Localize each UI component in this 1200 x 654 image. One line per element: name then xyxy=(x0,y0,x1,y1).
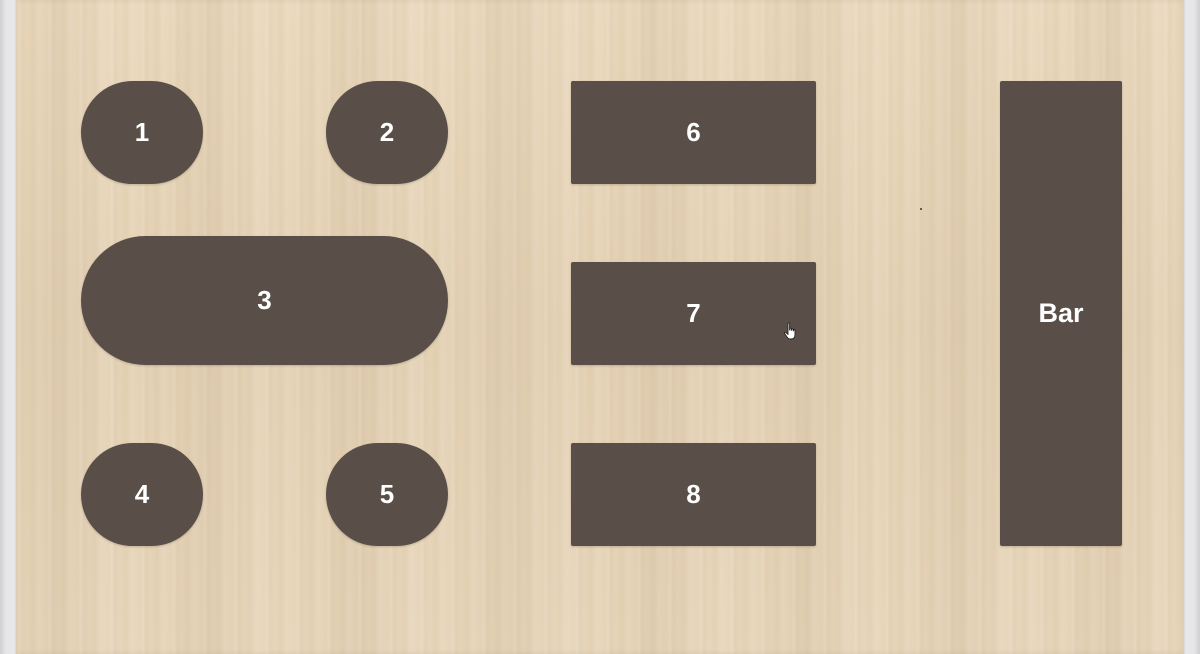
table-3-label: 3 xyxy=(257,285,272,315)
bar-counter[interactable]: Bar xyxy=(1000,81,1122,546)
table-7[interactable]: 7 xyxy=(571,262,816,365)
table-2-label: 2 xyxy=(379,117,395,147)
table-6-label: 6 xyxy=(686,117,701,147)
bar-label: Bar xyxy=(1038,298,1084,328)
table-4-label: 4 xyxy=(134,479,150,509)
table-7-label: 7 xyxy=(686,298,701,328)
floor-speck xyxy=(920,208,922,210)
table-6[interactable]: 6 xyxy=(571,81,816,184)
table-5-label: 5 xyxy=(379,479,395,509)
table-8[interactable]: 8 xyxy=(571,443,816,546)
table-8-label: 8 xyxy=(686,479,701,509)
table-4[interactable]: 4 xyxy=(81,443,203,546)
table-2[interactable]: 2 xyxy=(326,81,448,184)
table-1[interactable]: 1 xyxy=(81,81,203,184)
table-5[interactable]: 5 xyxy=(326,443,448,546)
table-1-label: 1 xyxy=(134,117,150,147)
table-3[interactable]: 3 xyxy=(81,236,448,365)
